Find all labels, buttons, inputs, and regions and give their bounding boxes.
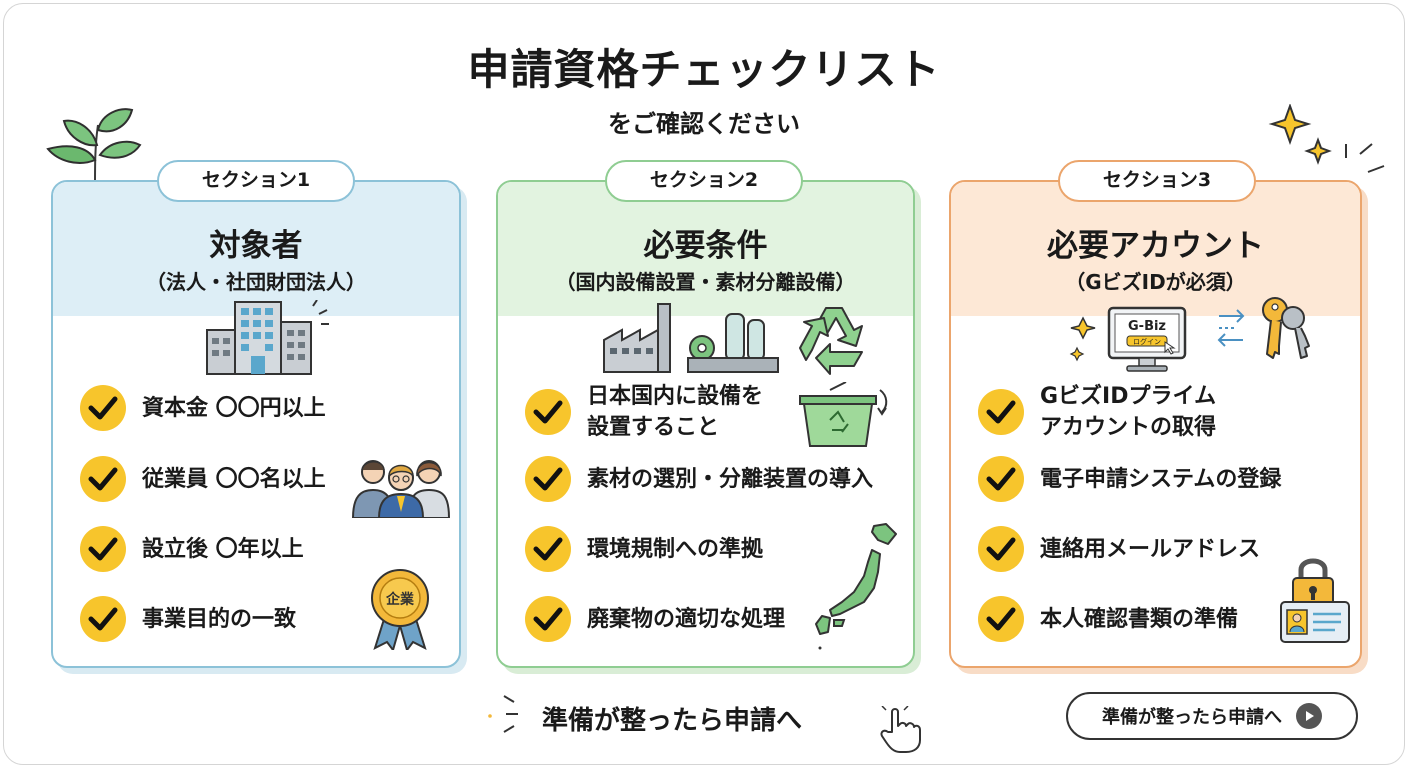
section-header [53, 182, 459, 316]
section-badge-2: セクション2 [605, 160, 803, 202]
section-card-3: 必要アカウント （GビズIDが必須） G-Biz ログイン [949, 180, 1362, 668]
recycle-icon [799, 307, 863, 375]
play-icon [1296, 703, 1322, 729]
check-icon [525, 526, 571, 572]
pointing-hand-icon [880, 706, 921, 753]
checklist-item-text: 資本金 〇〇円以上 [142, 395, 326, 421]
apply-button[interactable]: 準備が整ったら申請へ [1066, 692, 1358, 740]
checklist-item-text: 環境規制への準拠 [587, 536, 764, 562]
checklist-item: 素材の選別・分離装置の導入 [525, 456, 873, 502]
checklist-item: 事業目的の一致 [80, 596, 296, 642]
checklist-item-text: 廃棄物の適切な処理 [587, 606, 786, 632]
check-icon [978, 526, 1024, 572]
section-title: 対象者 [209, 228, 303, 264]
medal-icon: 企業 [371, 569, 429, 650]
plant-icon [46, 108, 142, 185]
checklist-item: 連絡用メールアドレス [978, 526, 1260, 572]
checklist-item-text: 素材の選別・分離装置の導入 [587, 466, 874, 492]
check-icon [80, 385, 126, 431]
section-title: 必要条件 [643, 228, 768, 264]
title-area: 申請資格チェックリスト [0, 36, 1408, 97]
check-icon [80, 526, 126, 572]
medal-label: 企業 [385, 591, 415, 608]
check-icon [978, 389, 1024, 435]
page-subtitle: をご確認ください [608, 110, 800, 138]
checklist-item-line: 設置すること [587, 415, 720, 440]
checklist-item: 設立後 〇年以上 [80, 526, 304, 572]
check-icon [525, 456, 571, 502]
section-badge-1: セクション1 [157, 160, 355, 202]
people-icon [351, 460, 451, 518]
office-building-icon [206, 300, 329, 375]
checklist-item-text: 設立後 〇年以上 [142, 536, 304, 562]
key-icon [1217, 297, 1310, 359]
section-header [498, 182, 913, 316]
check-icon [80, 456, 126, 502]
japan-map-icon [815, 523, 897, 650]
checklist-item-text: 従業員 〇〇名以上 [142, 466, 326, 492]
sparkle-lines-icon [488, 695, 518, 733]
apply-button-label: 準備が整ったら申請へ [1102, 707, 1282, 728]
checklist-item-text: 日本国内に設備を 設置すること [587, 381, 763, 443]
checklist-item-text: GビズIDプライム アカウントの取得 [1040, 381, 1216, 443]
checklist-item-line: 日本国内に設備を [587, 384, 764, 409]
checklist-item-text: 電子申請システムの登録 [1040, 466, 1282, 492]
checklist-item: 日本国内に設備を 設置すること [525, 381, 763, 443]
checklist-item-text: 事業目的の一致 [142, 606, 297, 632]
recycle-bin-icon [799, 382, 888, 447]
page-title: 申請資格チェックリスト [453, 36, 959, 97]
checklist-item: 電子申請システムの登録 [978, 456, 1281, 502]
checklist-item-text: 連絡用メールアドレス [1040, 536, 1261, 562]
section-title: 必要アカウント [1047, 228, 1264, 264]
sparkle-icon [1268, 104, 1385, 173]
footer-cta-text: 準備が整ったら申請へ [542, 706, 803, 736]
section-badge-3: セクション3 [1058, 160, 1256, 202]
check-icon [80, 596, 126, 642]
checklist-item: 廃棄物の適切な処理 [525, 596, 785, 642]
checklist-item: 環境規制への準拠 [525, 526, 763, 572]
section-subtitle: （法人・社団財団法人） [146, 270, 366, 294]
checklist-item-line: アカウントの取得 [1040, 415, 1217, 440]
computer-gbiz-icon: G-Biz ログイン [1069, 306, 1187, 372]
checklist-item: 本人確認書類の準備 [978, 596, 1238, 642]
lock-id-card-icon [1280, 558, 1350, 643]
gbiz-login-label: ログイン [1133, 337, 1161, 346]
section-subtitle: （GビズIDが必須） [1065, 270, 1246, 294]
factory-icon [603, 303, 779, 373]
checklist-item-line: GビズIDプライム [1040, 384, 1217, 409]
check-icon [978, 456, 1024, 502]
check-icon [978, 596, 1024, 642]
section-header [951, 182, 1360, 316]
checklist-item: 従業員 〇〇名以上 [80, 456, 326, 502]
section-subtitle: （国内設備設置・素材分離設備） [555, 270, 856, 294]
check-icon [525, 389, 571, 435]
checklist-item-text: 本人確認書類の準備 [1040, 606, 1239, 632]
check-icon [525, 596, 571, 642]
checklist-item: GビズIDプライム アカウントの取得 [978, 381, 1216, 443]
checklist-item: 資本金 〇〇円以上 [80, 385, 326, 431]
gbiz-screen-label: G-Biz [1128, 319, 1166, 334]
